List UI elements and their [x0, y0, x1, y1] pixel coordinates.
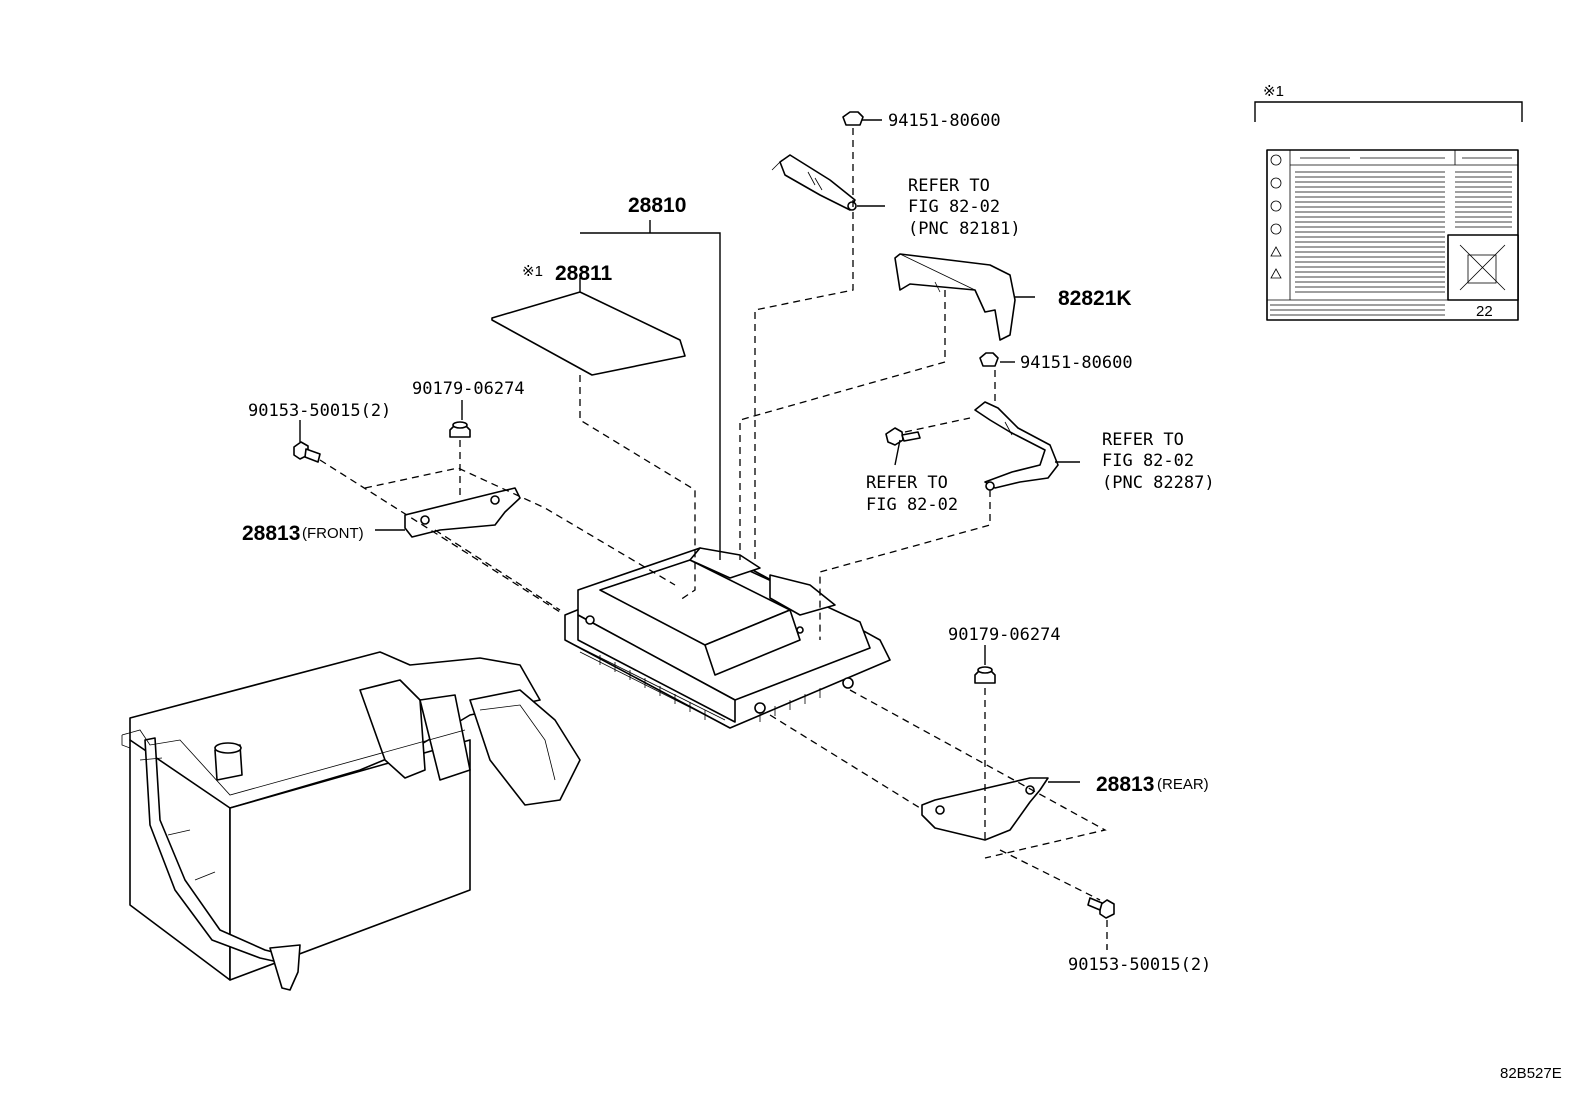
refer-mid-line2: FIG 82-02: [866, 495, 958, 515]
part-number-90153-right: 90153-50015(2): [1068, 955, 1211, 975]
assembly-lines: [319, 128, 1108, 945]
warning-label: [1266, 149, 1519, 321]
leader-lines: [299, 119, 1108, 950]
bracket-28813-front: [404, 487, 521, 538]
part-number-94151-top: 94151-80600: [888, 111, 1001, 131]
nut-90179-right: [974, 666, 996, 684]
part-number-90153-left: 90153-50015(2): [248, 401, 391, 421]
nut-90179-left: [449, 421, 471, 438]
label-note-mark: ※1: [1263, 83, 1284, 100]
label-number: 22: [1476, 303, 1493, 320]
refer-right-line1: REFER TO: [1102, 430, 1184, 450]
refer-right-line3: (PNC 82287): [1102, 473, 1215, 493]
part-number-94151-mid: 94151-80600: [1020, 353, 1133, 373]
note-mark-28811: ※1: [522, 263, 543, 280]
part-number-28811: 28811: [555, 262, 613, 285]
figure-code: 82B527E: [1500, 1065, 1562, 1082]
refer-mid-line1: REFER TO: [866, 473, 948, 493]
refer-top-line3: (PNC 82181): [908, 219, 1021, 239]
part-number-28810: 28810: [628, 194, 686, 217]
refer-top-line1: REFER TO: [908, 176, 990, 196]
part-number-90179-left: 90179-06274: [412, 379, 525, 399]
nut-94151-top: [842, 111, 864, 126]
label-plate-28811: [491, 291, 686, 376]
cable-top: [771, 154, 857, 211]
part-number-28813-rear: 28813: [1096, 773, 1154, 796]
part-number-90179-right: 90179-06274: [948, 625, 1061, 645]
tag-rear: (REAR): [1157, 776, 1209, 793]
tag-front: (FRONT): [302, 525, 364, 542]
callout-labels: ※1 22 28810 ※1 28811 82821K 94151-80600 …: [242, 83, 1562, 1082]
nut-94151-mid: [979, 352, 999, 367]
cover-82821k: [894, 253, 1016, 341]
label-bracket: [1254, 101, 1523, 122]
part-number-28813-front: 28813: [242, 522, 300, 545]
label-text-lines: [1270, 157, 1512, 316]
part-number-82821k: 82821K: [1058, 287, 1132, 310]
cable-right: [974, 401, 1059, 491]
ecu-module-28810: [564, 547, 891, 729]
bolt-refer-mid: [885, 427, 921, 446]
bolt-90153-left: [293, 441, 321, 463]
battery-illustration: [121, 651, 581, 991]
bolt-90153-right: [1087, 897, 1115, 919]
refer-top-line2: FIG 82-02: [908, 197, 1000, 217]
refer-right-line2: FIG 82-02: [1102, 451, 1194, 471]
